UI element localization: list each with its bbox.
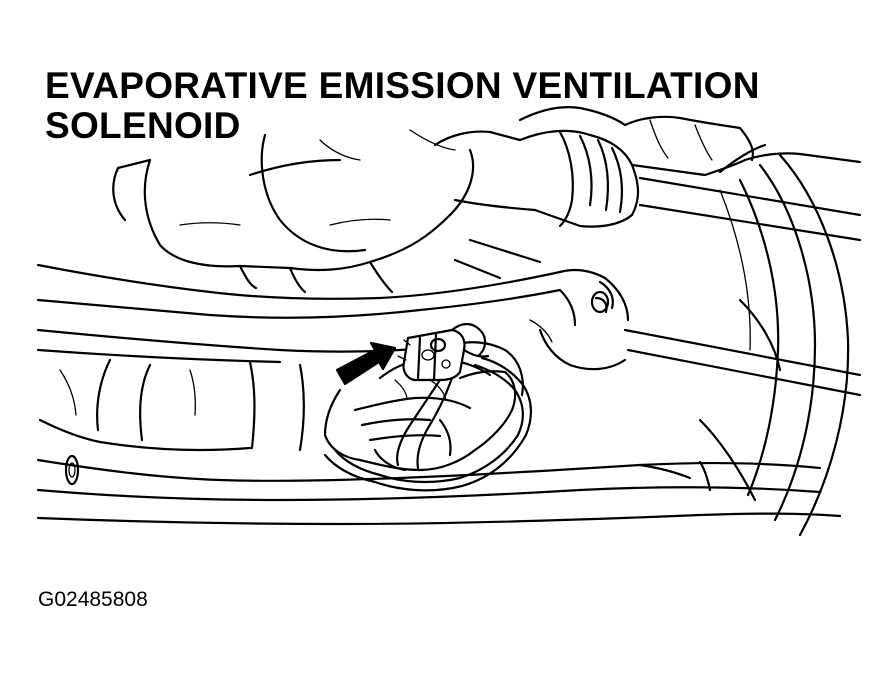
body-detail-lines [179, 158, 553, 343]
evap-canister-housing [323, 341, 524, 472]
diagram-title: EVAPORATIVE EMISSION VENTILATION SOLENOI… [45, 66, 760, 146]
title-line-1: EVAPORATIVE EMISSION VENTILATION [45, 65, 760, 106]
fuel-tank-outline [112, 129, 475, 294]
solenoid-hoses [323, 356, 532, 492]
lower-frame-rail [36, 458, 842, 526]
title-line-2: SOLENOID [45, 105, 241, 146]
arrow-icon [335, 341, 397, 386]
rear-axle-assembly [433, 106, 862, 242]
rear-wheel-outline [698, 153, 850, 537]
lower-left-housing [38, 358, 305, 486]
evap-emission-ventilation-solenoid [397, 322, 490, 382]
figure-code: G02485808 [38, 588, 148, 611]
